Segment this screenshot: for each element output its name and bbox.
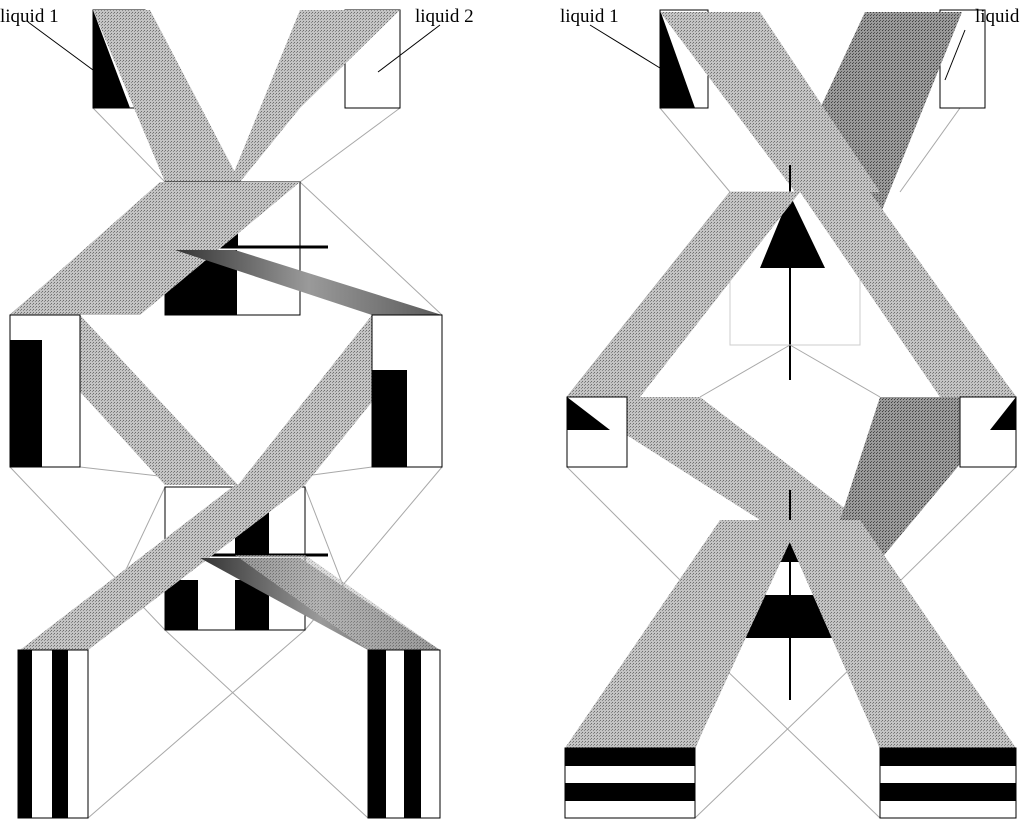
- right-stream-f: [565, 520, 800, 748]
- right-stream-c: [567, 192, 800, 397]
- left-stream-c: [10, 182, 300, 315]
- right-stream-light-top: [660, 12, 880, 192]
- right-side-box-left: [566, 396, 628, 468]
- left-panel: liquid 1 liquid 2: [0, 6, 474, 819]
- left-stream-f: [20, 485, 305, 650]
- right-label-liquid-1: liquid 1: [560, 6, 619, 27]
- right-outlet-right: [879, 747, 1017, 819]
- left-side-box-left: [9, 314, 81, 468]
- left-label-1-leader: [27, 21, 94, 71]
- right-stream-d: [800, 192, 1016, 397]
- right-outlet-left: [564, 747, 696, 819]
- left-stream-g: [235, 555, 440, 650]
- right-label-2-leader: [944, 29, 966, 81]
- left-outlet-right: [367, 649, 441, 819]
- left-stream-b: [230, 10, 400, 182]
- left-side-box-right: [371, 314, 443, 468]
- left-stream-dark-1: [175, 250, 442, 315]
- right-label-liquid-2: liquid: [975, 6, 1020, 27]
- left-label-liquid-2: liquid 2: [415, 6, 474, 27]
- left-stream-c2: [10, 182, 238, 315]
- right-stream-e: [567, 397, 860, 520]
- right-stream-g: [780, 520, 1016, 748]
- left-label-liquid-1: liquid 1: [0, 6, 59, 27]
- left-outlet-left: [17, 649, 89, 819]
- right-panel: liquid 1 liquid: [560, 6, 1020, 819]
- left-stream-a: [93, 10, 240, 182]
- right-label-1-leader: [589, 24, 661, 69]
- left-label-2-leader: [377, 24, 441, 73]
- right-center-band-bottom: [744, 595, 836, 638]
- right-side-box-right: [959, 396, 1017, 468]
- right-center-triangle-top: [760, 195, 825, 268]
